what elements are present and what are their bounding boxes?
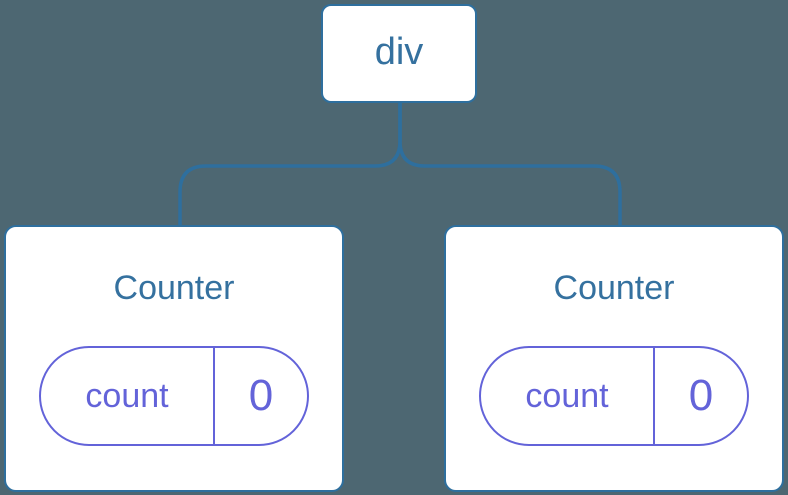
connector-left-branch — [178, 102, 402, 227]
state-pill: count 0 — [39, 346, 309, 446]
counter-title: Counter — [113, 269, 235, 307]
counter-node-left: Counter count 0 — [4, 225, 344, 492]
state-pill: count 0 — [479, 346, 749, 446]
state-key-label: count — [525, 376, 609, 415]
state-key-label: count — [85, 376, 169, 415]
state-value: 0 — [213, 348, 307, 444]
counter-node-right: Counter count 0 — [444, 225, 784, 492]
state-value: 0 — [653, 348, 747, 444]
root-node-div: div — [321, 4, 477, 103]
connector-right-branch — [398, 102, 622, 227]
root-node-label: div — [374, 30, 424, 73]
counter-title: Counter — [553, 269, 675, 307]
